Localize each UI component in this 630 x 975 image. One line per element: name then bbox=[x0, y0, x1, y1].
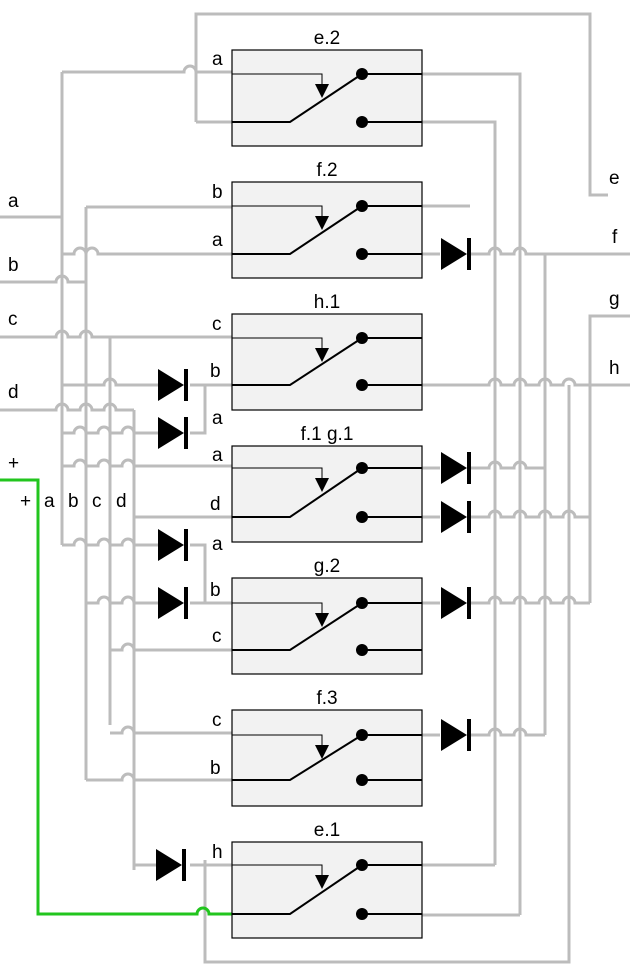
diode-icon bbox=[156, 849, 186, 881]
switch-input-top-label: a bbox=[212, 49, 223, 70]
input-c-line bbox=[0, 329, 110, 339]
diodes bbox=[156, 238, 471, 881]
e2-out-top bbox=[422, 72, 522, 915]
diode-input-label: a bbox=[212, 408, 223, 429]
input-label-b: b bbox=[8, 255, 19, 276]
switch-title: f.3 bbox=[316, 688, 337, 709]
switch-f3: f.3 c b bbox=[210, 688, 423, 807]
switch-input-top-label: a bbox=[212, 445, 223, 466]
bus-label-plus: + bbox=[20, 491, 31, 512]
e2-loop bbox=[194, 12, 608, 197]
h1-out-bottom bbox=[422, 377, 630, 387]
input-label-c: c bbox=[8, 309, 18, 330]
h1-in-b-diode bbox=[62, 377, 232, 387]
bus-label-c: c bbox=[92, 491, 102, 512]
switch-input-top-label: c bbox=[212, 314, 222, 335]
plus-live-wire bbox=[0, 478, 232, 916]
diode-icon bbox=[441, 238, 471, 270]
switch-f1-g1: f.1 g.1 a d a bbox=[210, 424, 423, 555]
diode-icon bbox=[441, 719, 471, 751]
switch-e1: e.1 h bbox=[212, 820, 423, 939]
bus-label-a: a bbox=[44, 491, 55, 512]
f2-in-a bbox=[62, 246, 232, 256]
switch-box bbox=[231, 445, 423, 543]
arrow-icon bbox=[315, 478, 329, 492]
wires bbox=[0, 12, 630, 964]
diode-icon bbox=[441, 501, 471, 533]
fg1-out-top bbox=[422, 460, 545, 470]
arrow-icon bbox=[315, 84, 329, 98]
e2-out-bottom bbox=[422, 120, 497, 865]
switch-h1: h.1 c b a bbox=[210, 292, 423, 429]
switch-e2: e.2 a bbox=[212, 28, 423, 147]
arrow-icon bbox=[315, 745, 329, 759]
g2-in-b-diode bbox=[86, 595, 232, 605]
h-bus bbox=[203, 385, 571, 964]
g2-in-a-diode bbox=[62, 537, 207, 603]
output-label-e: e bbox=[609, 168, 620, 189]
arrow-icon bbox=[315, 613, 329, 627]
diode-icon bbox=[158, 369, 188, 401]
bus-label-d: d bbox=[116, 491, 127, 512]
f3-out-top bbox=[422, 727, 545, 737]
diode-input-label: a bbox=[212, 534, 223, 555]
input-label-plus: + bbox=[8, 453, 19, 474]
switch-input-top-label: b bbox=[210, 580, 221, 601]
switch-input-bottom-label: d bbox=[210, 494, 221, 515]
e2-in-a bbox=[62, 64, 232, 74]
f3-in-b bbox=[86, 772, 232, 782]
input-label-d: d bbox=[8, 382, 19, 403]
fg1-out-bottom bbox=[422, 509, 590, 519]
switch-input-top-label: h bbox=[212, 842, 223, 863]
switch-title: g.2 bbox=[314, 556, 340, 577]
switch-f2: f.2 b a bbox=[212, 160, 423, 279]
switch-input-top-label: c bbox=[212, 710, 222, 731]
switch-input-top-label: b bbox=[212, 182, 223, 203]
switch-g2: g.2 b c bbox=[210, 556, 423, 675]
input-b-line bbox=[0, 274, 86, 284]
g-output bbox=[588, 314, 630, 603]
arrow-icon bbox=[315, 216, 329, 230]
input-label-a: a bbox=[8, 191, 19, 212]
f2-out-bottom bbox=[422, 246, 630, 256]
left-input-labels: a b c d + bbox=[8, 191, 19, 474]
f3-in-c bbox=[110, 725, 232, 735]
switch-input-bottom-label: c bbox=[212, 626, 222, 647]
g2-in-c bbox=[110, 642, 232, 652]
input-d-line bbox=[0, 402, 134, 412]
switch-title: h.1 bbox=[314, 292, 340, 313]
fg1-in-a bbox=[62, 458, 232, 468]
diode-icon bbox=[158, 417, 188, 449]
diode-icon bbox=[441, 587, 471, 619]
g2-out-top bbox=[422, 595, 590, 605]
arrow-icon bbox=[315, 875, 329, 889]
switch-input-bottom-label: b bbox=[210, 758, 221, 779]
switch-input-bottom-label: b bbox=[210, 361, 221, 382]
h1-in-a-diode bbox=[62, 385, 207, 435]
output-label-h: h bbox=[609, 358, 620, 379]
switch-title: f.1 g.1 bbox=[301, 424, 354, 445]
switch-title: f.2 bbox=[316, 160, 337, 181]
switch-title: e.1 bbox=[314, 820, 340, 841]
diode-icon bbox=[441, 452, 471, 484]
bus-label-b: b bbox=[68, 491, 79, 512]
bus-labels: + a b c d bbox=[20, 491, 127, 512]
switch-title: e.2 bbox=[314, 28, 340, 49]
switch-input-bottom-label: a bbox=[212, 230, 223, 251]
output-labels: e f g h bbox=[609, 168, 620, 379]
diode-icon bbox=[158, 587, 188, 619]
diode-icon bbox=[158, 529, 188, 561]
output-label-g: g bbox=[609, 289, 620, 310]
arrow-icon bbox=[315, 348, 329, 362]
output-label-f: f bbox=[612, 227, 618, 248]
